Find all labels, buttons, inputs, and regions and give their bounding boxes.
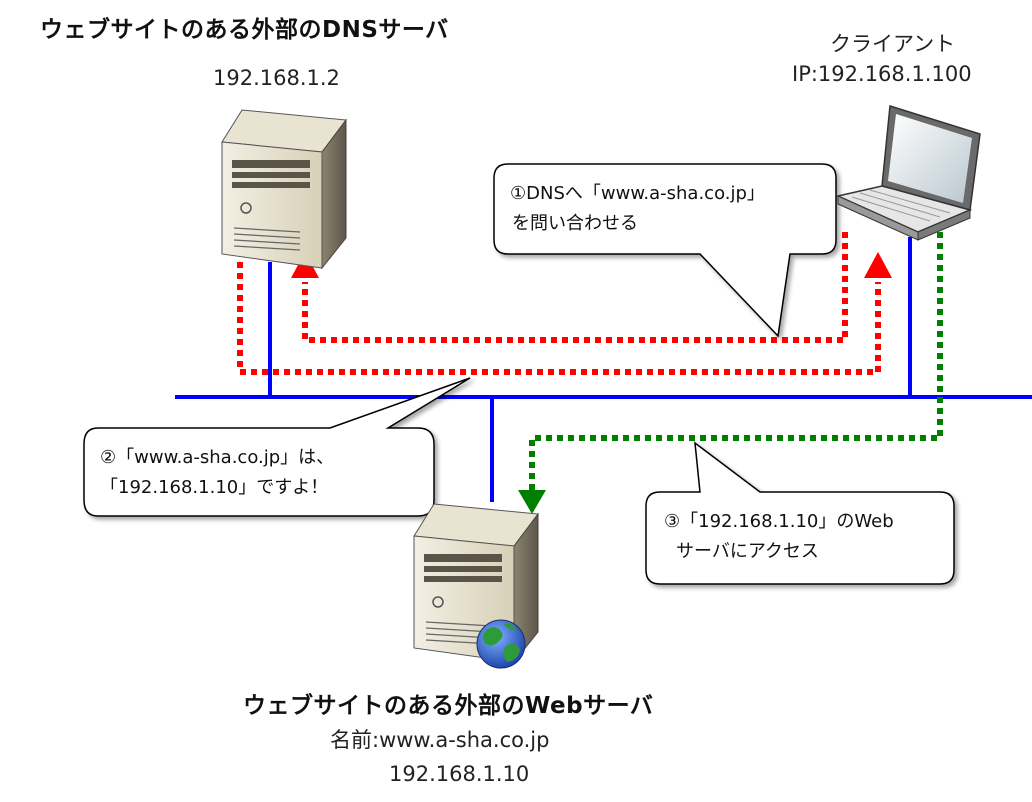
web-server-name: 名前:www.a-sha.co.jp [330,728,550,752]
step2-line2: 「192.168.1.10」ですよ！ [100,477,329,498]
web-server-ip: 192.168.1.10 [389,762,530,786]
dns-query-path [302,232,848,343]
dns-query-arrows [237,232,881,375]
step3-line2: サーバにアクセス [676,541,819,562]
web-server-title: ウェブサイトのある外部のWebサーバ [243,693,654,719]
dns-server-ip: 192.168.1.2 [213,66,340,90]
step1-line1: ①DNSへ「www.a-sha.co.jp」 [510,183,765,204]
laptop-icon [835,105,981,241]
globe-icon [476,619,526,669]
network-lines [175,237,1032,502]
web-access-path [529,232,943,490]
dns-server-icon [221,109,347,270]
web-access-arrowhead [518,490,546,514]
client-label: クライアント [830,32,956,56]
bubble-step3 [645,441,955,585]
bubble-step1 [493,163,837,338]
speech-bubbles [83,163,955,585]
bubble-step2 [83,377,471,517]
client-ip: IP:192.168.1.100 [792,62,972,86]
dns-server-title: ウェブサイトのある外部のDNSサーバ [40,17,449,43]
step1-line2: を問い合わせる [512,213,638,234]
dns-response-path [237,262,881,375]
step3-line1: ③「192.168.1.10」のWeb [664,511,894,532]
step2-line1: ②「www.a-sha.co.jp」は、 [100,447,335,468]
dns-response-arrowhead [864,252,892,278]
